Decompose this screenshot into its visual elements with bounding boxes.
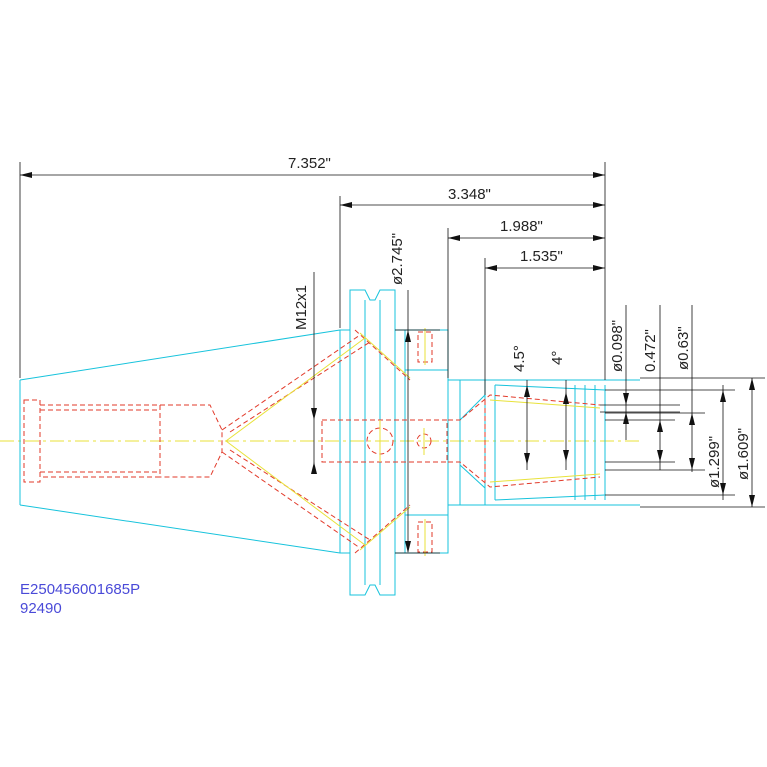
collet-taper-hidden (448, 394, 601, 488)
dim-bore-depth-label: 1.535" (520, 248, 563, 265)
coolant-channels-center (225, 332, 411, 551)
dim-bore-diameter: 0.472" (605, 305, 675, 470)
dim-063-diameter: ø0.63" (605, 305, 705, 472)
dim-angle-inner-label: 4° (549, 351, 566, 365)
dim-1299-diameter: ø1.299" (605, 385, 735, 500)
dim-thread-label: M12x1 (293, 285, 310, 330)
dim-small-diameter: ø0.098" (600, 305, 680, 440)
dim-angle-outer-label: 4.5° (511, 345, 528, 372)
dim-063-diameter-label: ø0.63" (675, 326, 692, 370)
dim-bore-depth: 1.535" (484, 248, 605, 395)
through-bore-hidden (321, 328, 448, 556)
dim-flange-diameter-label: ø2.745" (389, 233, 406, 285)
dim-flange-diameter: ø2.745" (389, 233, 440, 554)
dim-1609-diameter: ø1.609" (640, 377, 765, 508)
nose-outline (447, 379, 640, 506)
dim-flange-length-label: 3.348" (448, 186, 491, 203)
part-code: 92490 (20, 600, 62, 617)
dim-angle-inner: 4° (549, 351, 569, 470)
dim-overall-length-label: 7.352" (288, 155, 331, 172)
dim-angle-outer: 4.5° (511, 345, 530, 470)
dim-small-diameter-label: ø0.098" (609, 320, 626, 372)
drawbar-bore-hidden (23, 399, 223, 483)
dim-flange-length: 3.348" (339, 186, 605, 328)
dim-nose-length-label: 1.988" (500, 218, 543, 235)
dim-thread: M12x1 (293, 272, 317, 474)
dim-bore-diameter-label: 0.472" (642, 329, 659, 372)
dim-1299-diameter-label: ø1.299" (706, 436, 723, 488)
dim-nose-length: 1.988" (447, 218, 605, 378)
dim-1609-diameter-label: ø1.609" (735, 428, 752, 480)
part-number: E250456001685P (20, 581, 140, 598)
dim-overall-length: 7.352" (19, 155, 606, 380)
taper-shank-outline (19, 329, 341, 554)
